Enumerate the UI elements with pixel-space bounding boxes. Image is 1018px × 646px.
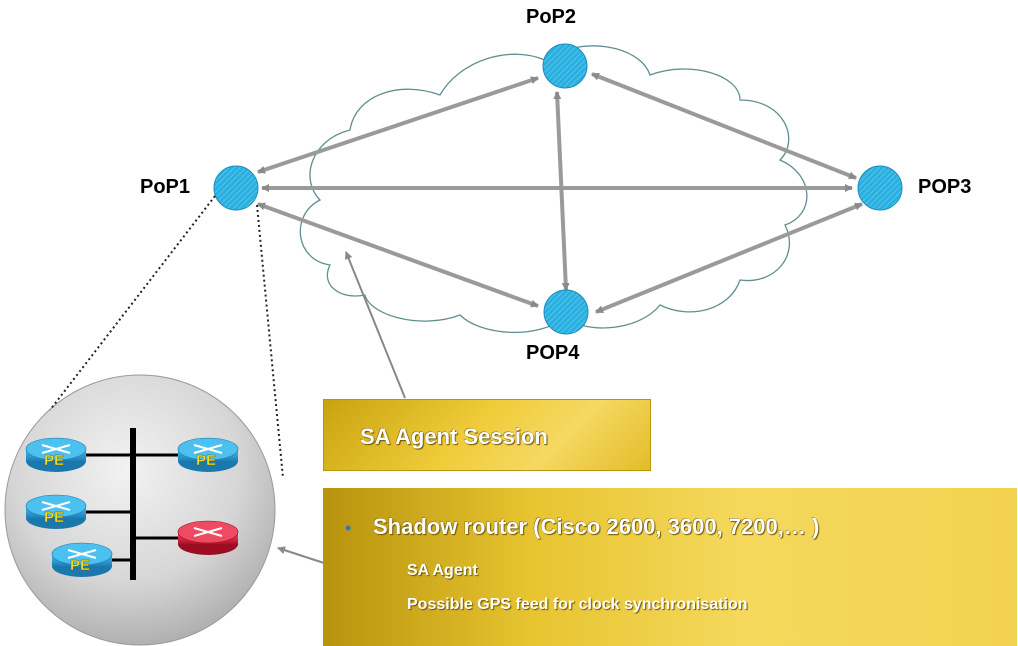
pop2-label: PoP2 [526,6,577,28]
link-pop2-pop4 [553,91,570,291]
shadow-router [177,520,239,555]
link-pop2-pop3 [591,72,857,180]
zoom-line-left [49,195,216,411]
pe-label: PE [44,509,64,526]
link-pop1-pop2 [257,76,539,174]
pe-router-3: PE [25,494,87,529]
link-pop1-pop4 [257,202,539,308]
pop4-node [543,289,589,335]
pe-router-1: PE [25,437,87,472]
lan-bus [85,428,185,580]
shadow-router-title: Shadow router (Cisco 2600, 3600, 7200,… … [373,514,820,539]
session-pointer-line [344,251,406,399]
pop4-label: POP4 [526,342,580,364]
gps-feed-text: Possible GPS feed for clock synchronisat… [407,596,748,613]
pop1-label: PoP1 [140,176,191,198]
pop3-label: POP3 [918,176,972,198]
pe-label: PE [70,557,90,574]
shadow-router-box: • Shadow router (Cisco 2600, 3600, 7200,… [323,488,1017,646]
pe-label: PE [44,452,64,469]
sa-agent-text: SA Agent [407,562,478,579]
pop1-node [213,165,259,211]
link-pop3-pop4 [595,202,863,314]
sa-agent-session-label: SA Agent Session [360,424,548,449]
pop3-node [857,165,903,211]
pop2-node [542,43,588,89]
zoom-line-right [256,204,284,479]
pe-router-2: PE [177,437,239,472]
sa-agent-session-box: SA Agent Session [323,399,651,471]
pe-router-4: PE [51,542,113,577]
pe-label: PE [196,452,216,469]
bullet-icon: • [345,518,352,538]
links [257,72,863,314]
